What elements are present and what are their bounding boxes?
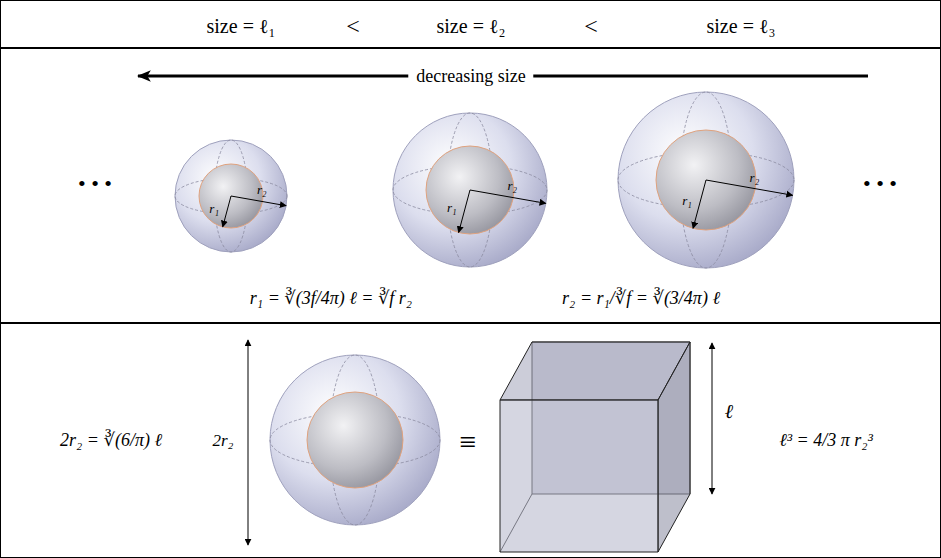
formula-text: ℓ — [725, 400, 733, 422]
panel-band: decreasing size r₁ = ∛(3f/4π) ℓ = ∛f r₂ r₂… — [0, 47, 941, 324]
radius-label: r₁ — [682, 194, 692, 208]
nested-sphere — [175, 140, 287, 252]
formula-text: < — [346, 13, 360, 39]
dimension-arrow — [248, 340, 249, 545]
panel-band: size = ℓ₁ < size = ℓ₂ < size = ℓ₃ — [0, 0, 941, 49]
formula-text: ≡ — [460, 425, 477, 458]
formula-text: r₂ = r₁/∛f = ∛(3/4π) ℓ — [562, 289, 720, 309]
cube — [500, 342, 690, 552]
nested-sphere — [270, 355, 440, 525]
ellipsis-dots: • • • — [78, 172, 112, 196]
nested-sphere — [393, 113, 547, 267]
formula-text: size = ℓ₃ — [707, 15, 776, 37]
nested-sphere — [618, 92, 794, 268]
radius-label: r₂ — [750, 170, 760, 184]
radius-label: r₂ — [508, 179, 518, 193]
formula-text: ℓ³ = 4/3 π r₂³ — [779, 431, 873, 451]
radius-label: r₁ — [447, 201, 457, 215]
panel-band: 2r₂ = ∛(6/π) ℓ 2r₂ ≡ ℓ ℓ³ = 4/3 π r₂³ — [0, 322, 941, 558]
spheres — [175, 92, 794, 525]
formula-text: r₁ = ∛(3f/4π) ℓ = ∛f r₂ — [250, 289, 412, 309]
formula-text: size = ℓ₁ — [207, 15, 276, 37]
formula-text: 2r₂ = ∛(6/π) ℓ — [60, 431, 162, 451]
formula-text: < — [584, 13, 598, 39]
ellipsis-dots: • • • — [863, 172, 897, 196]
formula-text: decreasing size — [408, 67, 533, 87]
formula-text: 2r₂ — [204, 432, 241, 451]
radius-label: r₂ — [257, 183, 267, 197]
dimension-arrow — [712, 343, 713, 494]
radius-label: r₁ — [209, 202, 219, 216]
formula-text: size = ℓ₂ — [437, 15, 506, 37]
